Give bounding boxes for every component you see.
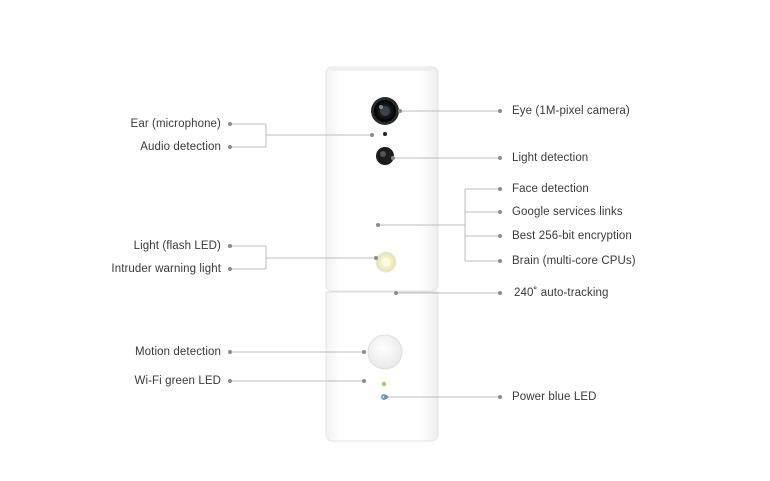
label-brain-cpu: Brain (multi-core CPUs) xyxy=(512,255,636,267)
label-auto-tracking: 240˚ auto-tracking xyxy=(514,287,609,299)
leader-dots xyxy=(228,109,502,399)
device-upper-section xyxy=(325,66,439,292)
label-encryption: Best 256-bit encryption xyxy=(512,230,632,242)
label-power-blue-led: Power blue LED xyxy=(512,391,597,403)
motion-sensor xyxy=(367,334,403,370)
label-face-detection: Face detection xyxy=(512,183,589,195)
label-intruder-warning-light: Intruder warning light xyxy=(111,263,221,275)
label-motion-detection: Motion detection xyxy=(135,346,221,358)
camera-lens xyxy=(371,97,399,125)
light-sensor xyxy=(376,147,394,165)
label-ear-microphone: Ear (microphone) xyxy=(130,118,221,130)
flash-led xyxy=(375,251,397,273)
wifi-led xyxy=(381,381,387,387)
microphone-hole xyxy=(383,132,387,136)
label-eye-camera: Eye (1M-pixel camera) xyxy=(512,105,630,117)
label-flash-led: Light (flash LED) xyxy=(133,240,221,252)
leader-lines-left xyxy=(230,123,376,382)
label-wifi-green-led: Wi-Fi green LED xyxy=(134,375,221,387)
leader-lines-right xyxy=(378,110,500,398)
label-google-services: Google services links xyxy=(512,206,623,218)
label-light-detection: Light detection xyxy=(512,152,589,164)
label-audio-detection: Audio detection xyxy=(140,141,221,153)
